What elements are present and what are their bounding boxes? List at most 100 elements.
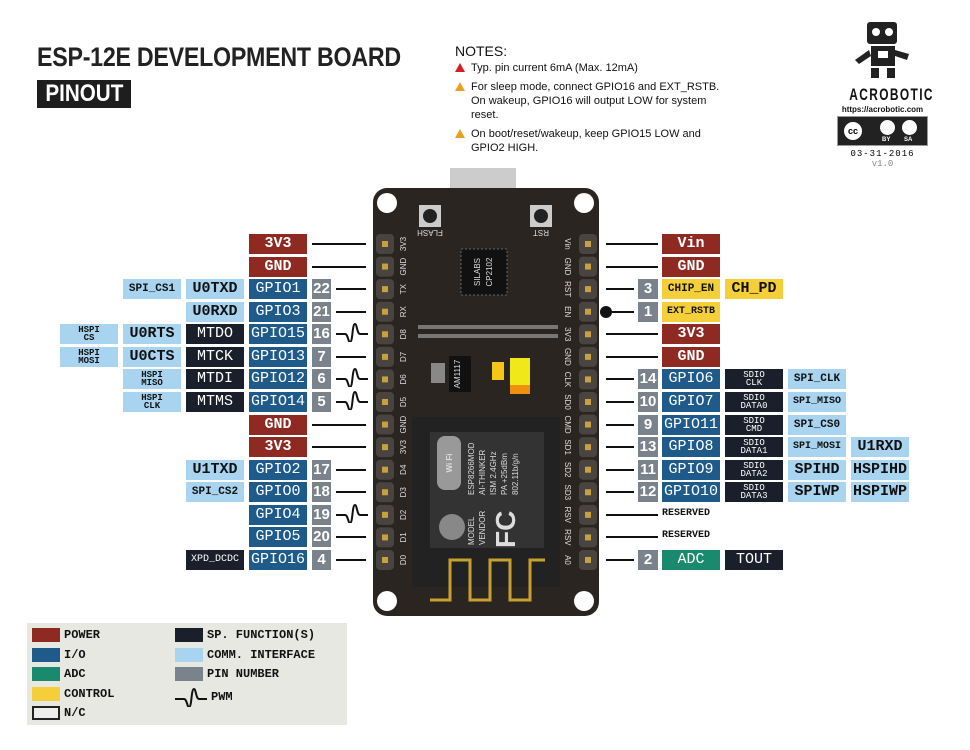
header-pin (585, 511, 591, 518)
warning-red-icon (455, 63, 465, 72)
board-pin-label: CLK (563, 372, 572, 388)
legend-label: PIN NUMBER (207, 667, 280, 681)
pin-line (606, 400, 634, 403)
header-pin (585, 376, 591, 383)
acrobotic-logo: ACROBOTIC https://acrobotic.com cc BY SA… (835, 18, 933, 169)
svg-text:SILABS: SILABS (473, 258, 482, 286)
board-pin-label: D7 (399, 351, 408, 362)
board-pin-label: 3V3 (563, 327, 572, 342)
pin-line (606, 468, 634, 471)
svg-text:ISM 2.4GHz: ISM 2.4GHz (489, 451, 498, 495)
sleep-wake-dot-icon (600, 305, 612, 318)
pin-label-io: GPIO14 (249, 391, 307, 412)
pin-label-io: GPIO4 (249, 504, 307, 525)
header-pin (585, 286, 591, 293)
legend-swatch (175, 667, 203, 681)
svg-text:ESP8266MOD: ESP8266MOD (467, 442, 476, 495)
note-item: For sleep mode, connect GPIO16 and EXT_R… (455, 80, 725, 122)
header-pin (382, 511, 388, 518)
pin-label-comm: SPI_CS1 (123, 279, 181, 300)
header-pin (585, 398, 591, 405)
pwm-icon (336, 503, 368, 523)
header-pin (585, 489, 591, 496)
pin-label-comm: HSPIHD (851, 459, 909, 480)
legend-item-control: CONTROL (32, 686, 114, 701)
pin-number: 1 (638, 301, 658, 322)
board-pin-label: 3V3 (399, 439, 408, 454)
svg-text:CP2102: CP2102 (485, 257, 494, 286)
board-pin-label: GND (399, 257, 408, 275)
pin-line (606, 355, 658, 358)
pin-number: 22 (312, 279, 331, 300)
svg-text:PA +25dBm: PA +25dBm (500, 453, 509, 495)
pin-line (606, 333, 658, 336)
by-icon (880, 120, 895, 135)
pin-label-io: GPIO0 (249, 482, 307, 503)
pin-number: 20 (312, 527, 331, 548)
board-pin-label: TX (399, 283, 408, 294)
legend-item-pwm: PWM (175, 687, 233, 707)
pin-label-comm: HSPI MISO (123, 369, 181, 390)
board-pin-label: EN (563, 306, 572, 317)
legend-label: ADC (64, 667, 86, 681)
pin-label-io: GPIO7 (662, 391, 720, 412)
board-pin-label: D5 (399, 396, 408, 407)
legend-label: SP. FUNCTION(S) (207, 628, 316, 642)
pin-number: 17 (312, 459, 331, 480)
pin-number: 14 (638, 369, 658, 390)
pin-line (336, 355, 366, 358)
pin-line (606, 558, 634, 561)
svg-text:VENDOR: VENDOR (478, 511, 487, 545)
pin-label-control: CH_PD (725, 279, 783, 300)
pin-label-comm: U0RXD (186, 301, 244, 322)
pin-line (606, 423, 634, 426)
reserved-label: RESERVED (662, 530, 711, 542)
svg-text:FC: FC (490, 511, 521, 548)
pin-label-comm: HSPI MOSI (60, 346, 118, 367)
reserved-label: RESERVED (662, 507, 711, 519)
pin-label-comm: SPI_CLK (788, 369, 846, 390)
pin-label-power: GND (249, 256, 307, 277)
board-pin-label: GND (399, 415, 408, 433)
header-pin (382, 263, 388, 270)
pin-number: 4 (312, 549, 331, 570)
legend-item-pinno: PIN NUMBER (175, 667, 279, 681)
board-pin-label: RSV (563, 529, 572, 546)
legend-item-comm: COMM. INTERFACE (175, 647, 315, 662)
pin-label-power: 3V3 (662, 324, 720, 345)
board-pin-label: CMD (563, 415, 572, 433)
pin-line (606, 265, 658, 268)
header-pin (382, 241, 388, 247)
pin-line (312, 243, 366, 245)
pin-number: 19 (312, 504, 331, 525)
svg-text:AM1117: AM1117 (453, 359, 462, 388)
pin-label-comm: SPI_MOSI (788, 437, 846, 458)
legend-label: PWM (211, 689, 233, 704)
pin-number: 11 (638, 459, 658, 480)
pin-label-sp: SDIO CLK (725, 369, 783, 390)
legend-swatch (32, 647, 60, 662)
pin-label-comm: HSPIWP (851, 482, 909, 503)
board-pin-label: A0 (563, 555, 572, 565)
antenna-trace (430, 558, 545, 602)
board-pin-label: SD2 (563, 462, 572, 478)
board-pin-label: D2 (399, 509, 408, 520)
cc-icon: cc (842, 120, 864, 142)
notes: NOTES: Typ. pin current 6mA (Max. 12mA) … (455, 44, 725, 160)
pin-line (606, 536, 658, 539)
header-pin (585, 263, 591, 270)
pin-label-comm: SPI_CS2 (186, 482, 244, 503)
pwm-icon (336, 323, 368, 343)
pin-line (336, 468, 366, 471)
pin-line (336, 491, 366, 494)
pin-line (606, 446, 634, 449)
header-pin (382, 534, 388, 541)
legend-swatch (32, 667, 60, 681)
legend-item-io: I/O (32, 647, 86, 662)
note-item: On boot/reset/wakeup, keep GPIO15 LOW an… (455, 127, 725, 155)
notes-heading: NOTES: (455, 43, 508, 59)
header-pin (382, 286, 388, 293)
pin-label-io: GPIO11 (662, 414, 720, 435)
legend-label: N/C (64, 706, 86, 720)
